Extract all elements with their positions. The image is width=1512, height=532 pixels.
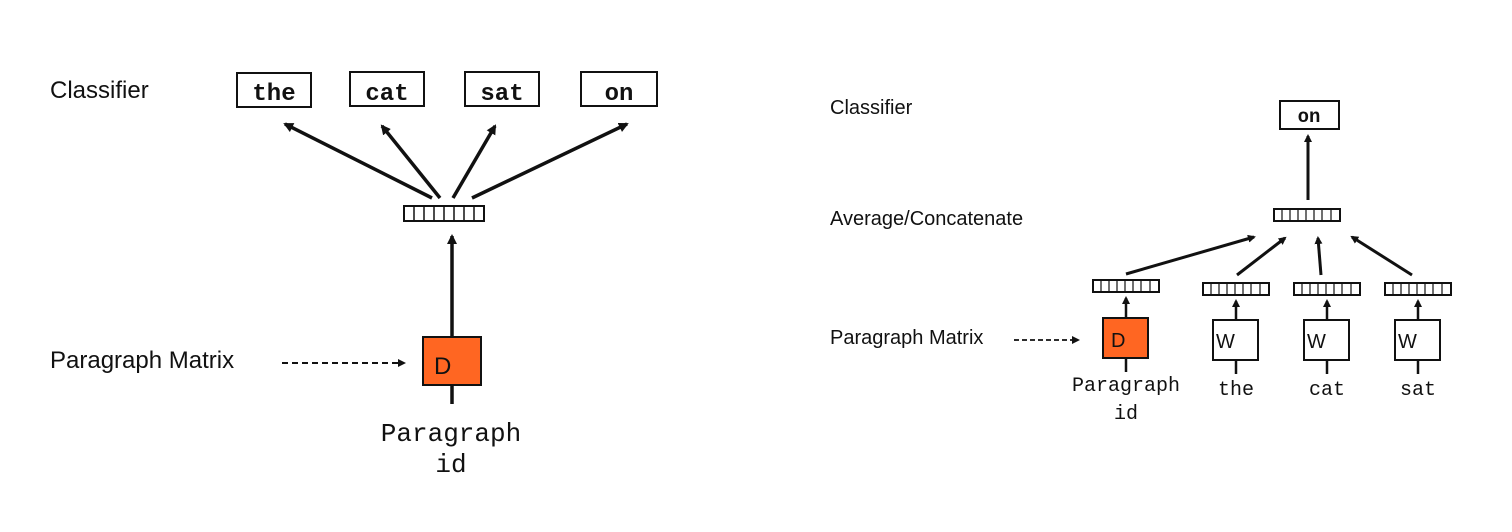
right-input-cat: cat <box>1309 379 1345 402</box>
right-word-box-letter-cat: W <box>1307 331 1326 353</box>
right-vector-sat <box>1384 282 1452 296</box>
right-output-on: on <box>1298 106 1321 128</box>
left-arrow-to-on <box>471 122 629 200</box>
right-average-label: Average/Concatenate <box>830 208 1023 230</box>
right-arrow-cat-to-aggregate <box>1314 236 1323 276</box>
right-arrow-d-to-aggregate <box>1125 234 1256 276</box>
right-diagram: Classifier Average/Concatenate Paragraph… <box>830 97 1452 426</box>
left-output-box-the: the <box>236 72 312 108</box>
left-output-cat: cat <box>365 81 408 108</box>
right-input-sat: sat <box>1400 379 1436 402</box>
left-output-sat: sat <box>480 81 523 108</box>
left-paragraph-box-letter: D <box>434 353 451 380</box>
left-diagram: Classifier the cat sat on <box>50 71 658 480</box>
left-input-label-line1: Paragraph <box>381 419 521 449</box>
right-word-box-cat: W <box>1303 319 1350 361</box>
left-output-the: the <box>252 81 295 108</box>
left-arrow-to-cat <box>380 124 442 200</box>
right-word-box-letter-the: W <box>1216 331 1235 353</box>
right-paragraph-box-letter: D <box>1111 330 1125 352</box>
left-arrow-to-sat <box>451 124 497 199</box>
right-output-box: on <box>1279 100 1340 130</box>
left-matrix-label: Paragraph Matrix <box>50 347 234 374</box>
left-output-box-on: on <box>580 71 658 108</box>
left-arrow-to-the <box>283 122 433 200</box>
right-word-box-the: W <box>1212 319 1259 361</box>
left-output-box-sat: sat <box>464 71 540 108</box>
right-arrow-sat-to-aggregate <box>1350 235 1413 277</box>
right-word-box-sat: W <box>1394 319 1441 361</box>
left-output-on: on <box>605 81 634 108</box>
right-classifier-label: Classifier <box>830 97 913 119</box>
right-paragraph-input-line2: id <box>1114 403 1138 426</box>
right-word-box-letter-sat: W <box>1398 331 1417 353</box>
left-input-label-line2: id <box>435 450 466 480</box>
left-hidden-vector <box>403 205 485 222</box>
right-vector-d <box>1092 279 1160 293</box>
left-output-box-cat: cat <box>349 71 425 108</box>
right-input-the: the <box>1218 379 1254 402</box>
left-paragraph-box: D <box>422 336 482 386</box>
right-arrow-the-to-aggregate <box>1236 236 1287 277</box>
right-paragraph-box: D <box>1102 317 1149 359</box>
right-matrix-label: Paragraph Matrix <box>830 327 983 349</box>
right-vector-the <box>1202 282 1270 296</box>
right-vector-cat <box>1293 282 1361 296</box>
right-aggregate-vector <box>1273 208 1341 222</box>
right-paragraph-input-line1: Paragraph <box>1072 375 1180 398</box>
left-classifier-label: Classifier <box>50 77 149 104</box>
